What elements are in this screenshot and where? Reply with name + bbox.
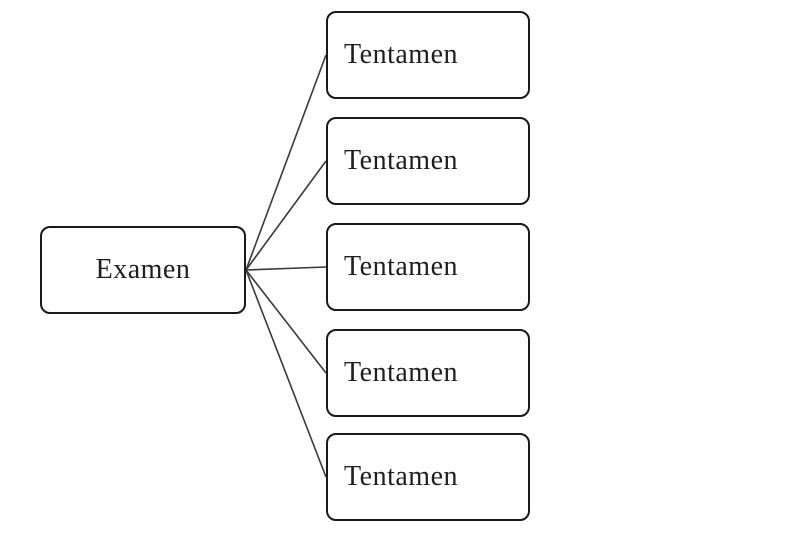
child-node-tentamen-4: Tentamen <box>326 329 530 417</box>
connector-line-1 <box>245 54 327 271</box>
child-node-label: Tentamen <box>344 145 458 176</box>
child-node-label: Tentamen <box>344 39 458 70</box>
root-node-label: Examen <box>95 254 191 285</box>
connector-line-4 <box>245 269 327 374</box>
root-node-examen: Examen <box>40 226 246 314</box>
child-node-tentamen-3: Tentamen <box>326 223 530 311</box>
child-node-label: Tentamen <box>344 357 458 388</box>
child-node-tentamen-1: Tentamen <box>326 11 530 99</box>
child-node-label: Tentamen <box>344 251 458 282</box>
child-node-tentamen-5: Tentamen <box>326 433 530 521</box>
connector-line-5 <box>245 269 327 478</box>
connector-line-3 <box>245 266 327 271</box>
child-node-label: Tentamen <box>344 461 458 492</box>
connector-line-2 <box>245 160 327 271</box>
child-node-tentamen-2: Tentamen <box>326 117 530 205</box>
